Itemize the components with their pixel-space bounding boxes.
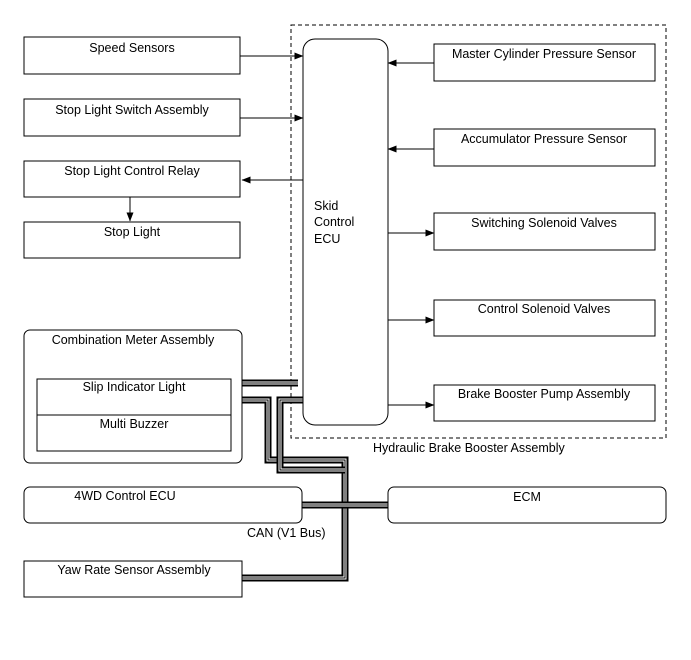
can-bus-lines <box>242 379 388 582</box>
svg-text:4WD Control ECU: 4WD Control ECU <box>74 489 175 503</box>
stop-light-switch-box: Stop Light Switch Assembly <box>23 98 241 137</box>
stop-light-box: Stop Light <box>23 221 241 259</box>
svg-text:Yaw Rate Sensor Assembly: Yaw Rate Sensor Assembly <box>57 563 211 577</box>
svg-text:Stop Light Control Relay: Stop Light Control Relay <box>64 164 200 178</box>
svg-text:Combination Meter Assembly: Combination Meter Assembly <box>52 333 215 347</box>
multi-buzzer-label: Multi Buzzer <box>100 417 169 431</box>
accumulator-sensor-box: Accumulator Pressure Sensor <box>433 128 656 167</box>
slip-indicator-label: Slip Indicator Light <box>83 380 186 394</box>
svg-text:Switching Solenoid Valves: Switching Solenoid Valves <box>471 216 617 230</box>
svg-text:Speed Sensors: Speed Sensors <box>89 41 174 55</box>
svg-text:Control Solenoid Valves: Control Solenoid Valves <box>478 302 610 316</box>
svg-text:Accumulator Pressure Sensor: Accumulator Pressure Sensor <box>461 132 627 146</box>
ecu-4wd-box: 4WD Control ECU <box>23 486 303 524</box>
svg-text:Stop Light: Stop Light <box>104 225 161 239</box>
yaw-rate-sensor-box: Yaw Rate Sensor Assembly <box>23 560 243 598</box>
svg-text:Stop Light Switch Assembly: Stop Light Switch Assembly <box>55 103 209 117</box>
speed-sensors-box: Speed Sensors <box>23 36 241 75</box>
master-cylinder-sensor-box: Master Cylinder Pressure Sensor <box>433 43 656 82</box>
stop-light-relay-box: Stop Light Control Relay <box>23 160 241 198</box>
signal-arrows <box>126 52 435 409</box>
ecm-box: ECM <box>387 486 667 524</box>
switching-solenoid-valves-box: Switching Solenoid Valves <box>433 212 656 251</box>
hydraulic-assembly-boundary <box>290 24 667 439</box>
hydraulic-assembly-label: Hydraulic Brake Booster Assembly <box>373 441 565 455</box>
svg-text:Control: Control <box>314 215 354 229</box>
svg-text:Skid: Skid <box>314 199 338 213</box>
skid-control-ecu-box: Skid Control ECU <box>302 38 389 426</box>
combination-meter-box: Combination Meter Assembly Slip Indicato… <box>23 329 243 464</box>
can-bus-label: CAN (V1 Bus) <box>247 526 326 540</box>
control-solenoid-valves-box: Control Solenoid Valves <box>433 299 656 337</box>
svg-text:ECM: ECM <box>513 490 541 504</box>
svg-text:ECU: ECU <box>314 232 340 246</box>
svg-text:Brake Booster Pump Assembly: Brake Booster Pump Assembly <box>458 387 631 401</box>
svg-text:Master Cylinder Pressure Senso: Master Cylinder Pressure Sensor <box>452 47 636 61</box>
brake-booster-pump-box: Brake Booster Pump Assembly <box>433 384 656 422</box>
